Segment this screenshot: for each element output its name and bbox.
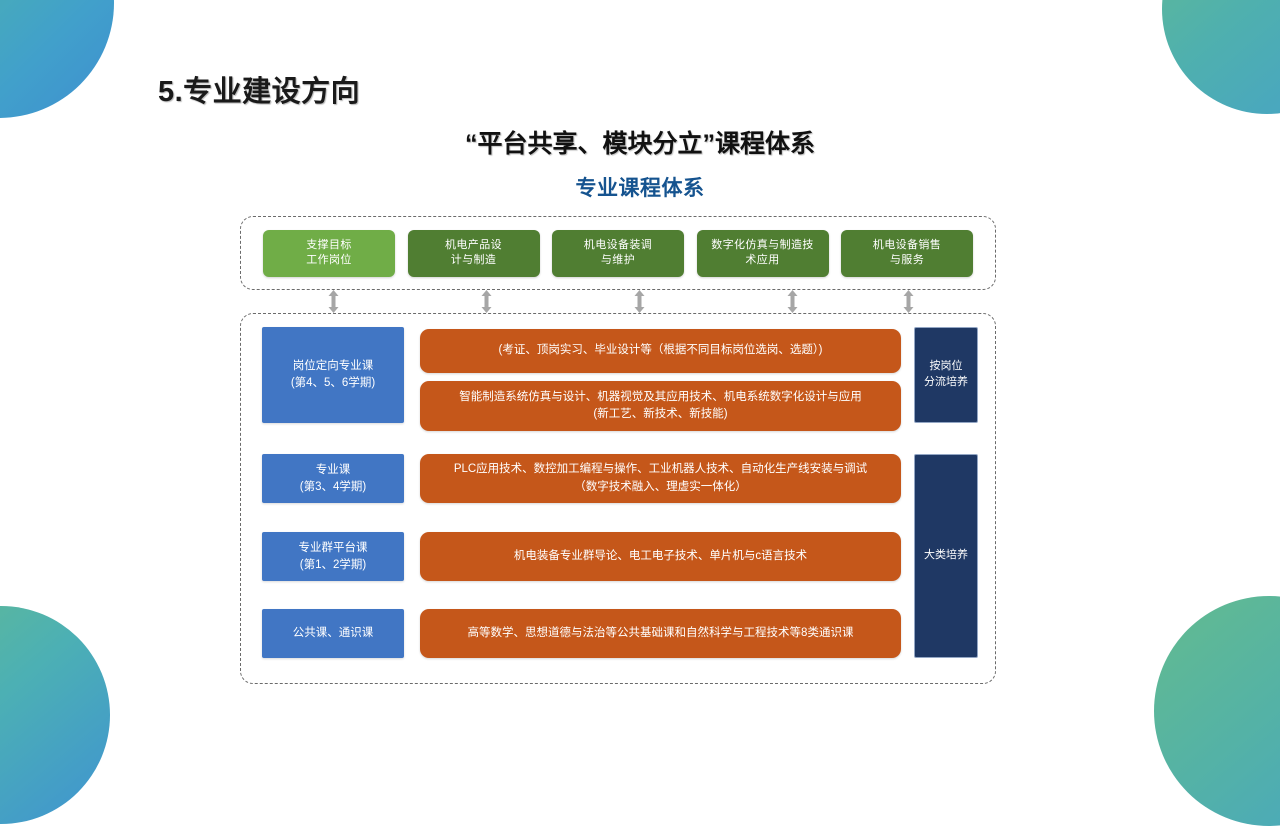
course-level-line1: 公共课、通识课: [292, 627, 374, 640]
course-level-label-1[interactable]: 专业课 (第3、4学期): [262, 454, 404, 503]
decorative-circle-top-left: [0, 0, 114, 118]
decorative-circle-bottom-right: [1154, 596, 1280, 826]
course-level-label-2[interactable]: 专业群平台课 (第1、2学期): [262, 532, 404, 581]
target-position-label-line1: 支撑目标: [306, 239, 352, 252]
training-mode-line2: 分流培养: [924, 376, 968, 388]
connector-arrow-2: [634, 290, 645, 313]
course-level-label-0[interactable]: 岗位定向专业课 (第4、5、6学期): [262, 327, 404, 423]
course-level-line1: 专业课: [315, 463, 351, 476]
course-level-line2: (第1、2学期): [299, 558, 367, 571]
target-position-label-line1: 数字化仿真与制造技: [711, 239, 814, 252]
curriculum-rows: 岗位定向专业课 (第4、5、6学期) (考证、顶岗实习、毕业设计等（根据不同目标…: [240, 313, 996, 684]
course-level-line1: 专业群平台课: [298, 541, 368, 554]
target-position-box-2[interactable]: 机电设备装调 与维护: [552, 229, 684, 277]
target-position-label-line2: 术应用: [745, 254, 780, 266]
course-content-line1: 机电装备专业群导论、电工电子技术、单片机与c语言技术: [513, 549, 808, 562]
training-mode-line1: 大类培养: [924, 549, 968, 562]
target-position-label-line2: 工作岗位: [306, 254, 352, 266]
connector-arrow-1: [481, 290, 492, 313]
target-position-label-line2: 与服务: [889, 254, 925, 266]
training-mode-label-0[interactable]: 按岗位 分流培养: [914, 327, 978, 423]
target-positions-row: 支撑目标 工作岗位 机电产品设 计与制造 机电设备装调 与维护 数字化仿真与制造…: [240, 216, 996, 290]
connector-arrow-0: [328, 290, 339, 313]
target-position-box-0[interactable]: 支撑目标 工作岗位: [263, 229, 395, 277]
course-content-line1: (考证、顶岗实习、毕业设计等（根据不同目标岗位选岗、选题）): [498, 344, 823, 357]
target-position-box-4[interactable]: 机电设备销售 与服务: [841, 229, 973, 277]
target-position-box-1[interactable]: 机电产品设 计与制造: [407, 229, 540, 277]
course-level-label-3[interactable]: 公共课、通识课: [262, 609, 404, 658]
course-content-3-0[interactable]: 高等数学、思想道德与法治等公共基础课和自然科学与工程技术等8类通识课: [420, 609, 901, 658]
course-level-line2: (第4、5、6学期): [290, 377, 376, 389]
target-position-label-line1: 机电产品设: [445, 239, 502, 252]
curriculum-diagram: 支撑目标 工作岗位 机电产品设 计与制造 机电设备装调 与维护 数字化仿真与制造…: [240, 216, 996, 684]
course-content-line1: 智能制造系统仿真与设计、机器视觉及其应用技术、机电系统数字化设计与应用: [459, 390, 862, 403]
course-level-line1: 岗位定向专业课: [292, 360, 374, 373]
target-position-label-line2: 计与制造: [450, 254, 497, 266]
target-positions-container: [240, 216, 996, 290]
training-mode-line1: 按岗位: [929, 360, 963, 373]
curriculum-structure-container: [240, 313, 996, 684]
training-mode-label-1[interactable]: 大类培养: [914, 454, 978, 658]
decorative-circle-top-right: [1162, 0, 1280, 114]
course-content-line1: 高等数学、思想道德与法治等公共基础课和自然科学与工程技术等8类通识课: [467, 626, 854, 639]
connector-arrow-4: [903, 290, 914, 313]
course-content-0-1[interactable]: 智能制造系统仿真与设计、机器视觉及其应用技术、机电系统数字化设计与应用 (新工艺…: [420, 381, 901, 431]
decorative-circle-bottom-left: [0, 606, 110, 824]
course-content-line2: (新工艺、新技术、新技能): [593, 408, 728, 420]
course-content-1-0[interactable]: PLC应用技术、数控加工编程与操作、工业机器人技术、自动化生产线安装与调试 （数…: [420, 454, 901, 503]
course-content-0-0[interactable]: (考证、顶岗实习、毕业设计等（根据不同目标岗位选岗、选题）): [420, 329, 901, 373]
course-content-line1: PLC应用技术、数控加工编程与操作、工业机器人技术、自动化生产线安装与调试: [453, 463, 868, 476]
target-position-label-line1: 机电设备装调: [583, 239, 653, 252]
course-content-2-0[interactable]: 机电装备专业群导论、电工电子技术、单片机与c语言技术: [420, 532, 901, 581]
course-level-line2: (第3、4学期): [299, 480, 367, 493]
slide-title: 5.专业建设方向: [158, 76, 361, 108]
target-position-box-3[interactable]: 数字化仿真与制造技 术应用: [696, 229, 829, 277]
slide-section-title: 专业课程体系: [575, 177, 705, 200]
target-position-label-line1: 机电设备销售: [872, 239, 942, 252]
slide-subtitle: “平台共享、模块分立”课程体系: [464, 130, 815, 158]
connector-arrow-3: [787, 290, 798, 313]
course-content-line2: （数字技术融入、理虚实一体化）: [574, 480, 747, 493]
target-position-label-line2: 与维护: [600, 254, 636, 266]
